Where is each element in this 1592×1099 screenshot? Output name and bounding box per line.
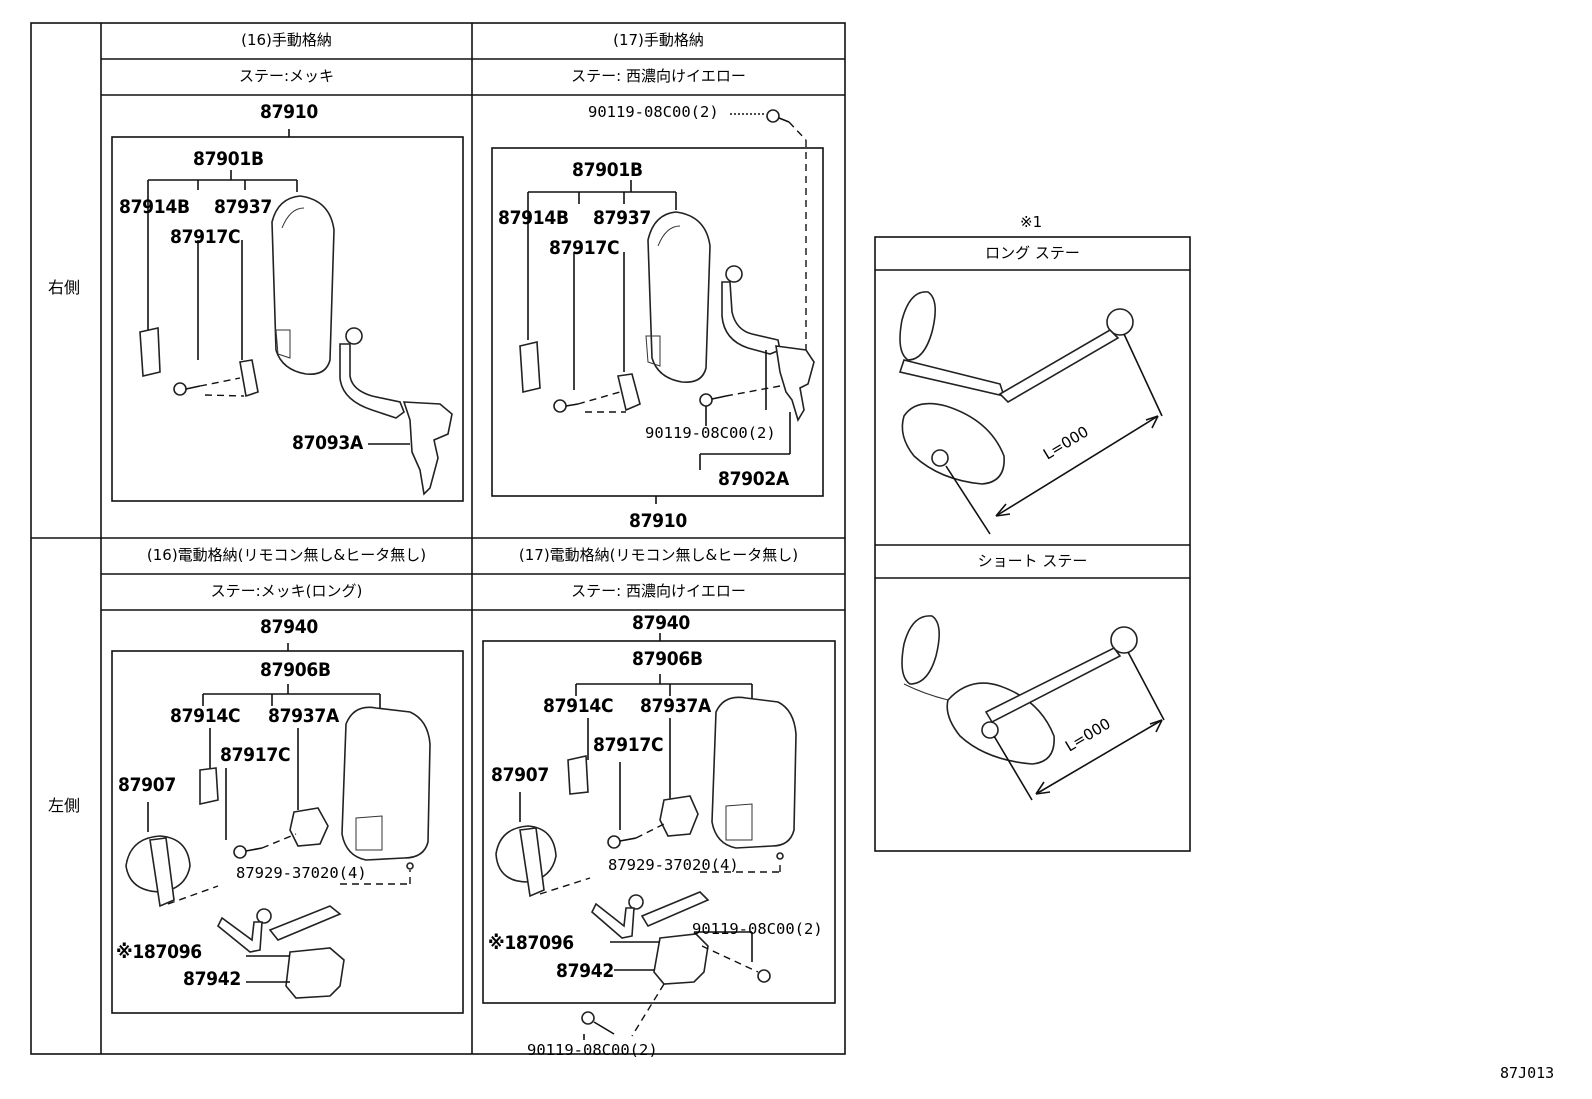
long-stay-drawing (898, 291, 1163, 535)
base-bracket-shape (402, 401, 453, 496)
part-label: 87914B (498, 207, 569, 229)
part-label: 87929-37020(4) (236, 864, 367, 882)
part-label: 87907 (491, 764, 549, 786)
side-label-right: 右側 (48, 278, 81, 297)
side-table-border (874, 236, 1191, 852)
part-label: 87917C (593, 734, 664, 756)
part-label: ※187096 (488, 932, 574, 954)
part-label: 90119-08C00(2) (527, 1041, 658, 1059)
panel-ll-box (482, 640, 836, 1004)
header-lower-col1: (16)電動格納(リモコン無し&ヒータ無し) (146, 546, 427, 564)
part-label: 87914C (170, 705, 241, 727)
part-label: 90119-08C00(2) (588, 103, 719, 121)
panel-ur-drawing (139, 129, 453, 496)
part-label: 87917C (220, 744, 291, 766)
subheader-lower-col1: ステー:メッキ(ロング) (210, 582, 363, 600)
side-label-left: 左側 (48, 796, 81, 815)
header-lower-col2: (17)電動格納(リモコン無し&ヒータ無し) (518, 546, 799, 564)
part-label: 87914C (543, 695, 614, 717)
part-label: 87940 (260, 616, 318, 638)
panel-ul-drawing (519, 109, 815, 504)
part-label: 87907 (118, 774, 176, 796)
part-label: 87942 (556, 960, 614, 982)
part-label: 87906B (260, 659, 331, 681)
part-label: 87093A (292, 432, 363, 454)
part-label: 87910 (629, 510, 687, 532)
part-label: 87901B (572, 159, 643, 181)
subheader-lower-col2: ステー: 西濃向けイエロー (571, 582, 746, 600)
part-label: 87942 (183, 968, 241, 990)
part-label: 87940 (632, 612, 690, 634)
part-label: 87937 (214, 196, 272, 218)
note-mark: ※1 (1020, 213, 1043, 231)
part-label: 87914B (119, 196, 190, 218)
part-label: 87917C (549, 237, 620, 259)
short-stay-label: ショート ステー (977, 552, 1088, 570)
part-label: 87937 (593, 207, 651, 229)
part-label: 87901B (193, 148, 264, 170)
part-label: 87917C (170, 226, 241, 248)
part-label: 90119-08C00(2) (645, 424, 776, 442)
header-upper-col2: (17)手動格納 (613, 31, 704, 49)
part-label: 87937A (640, 695, 711, 717)
short-stay-drawing (901, 615, 1165, 801)
cover-shape (139, 327, 161, 377)
panel-ll-drawing (495, 633, 797, 1040)
header-upper-col1: (16)手動格納 (241, 31, 332, 49)
part-label: ※187096 (116, 941, 202, 963)
panel-lr-drawing (125, 643, 431, 999)
part-label: 87906B (632, 648, 703, 670)
subheader-upper-col1: ステー:メッキ (238, 67, 335, 85)
part-label: 87937A (268, 705, 339, 727)
part-label: 87929-37020(4) (608, 856, 739, 874)
panel-ur-box (111, 136, 464, 502)
subheader-upper-col2: ステー: 西濃向けイエロー (571, 67, 746, 85)
part-label: 87902A (718, 468, 789, 490)
panel-ul-box (491, 147, 824, 497)
mirror-body-shape (271, 195, 335, 376)
long-stay-label: ロング ステー (985, 244, 1080, 262)
part-label: 90119-08C00(2) (692, 920, 823, 938)
part-label: 87910 (260, 101, 318, 123)
figure-code: 87J013 (1500, 1064, 1555, 1082)
